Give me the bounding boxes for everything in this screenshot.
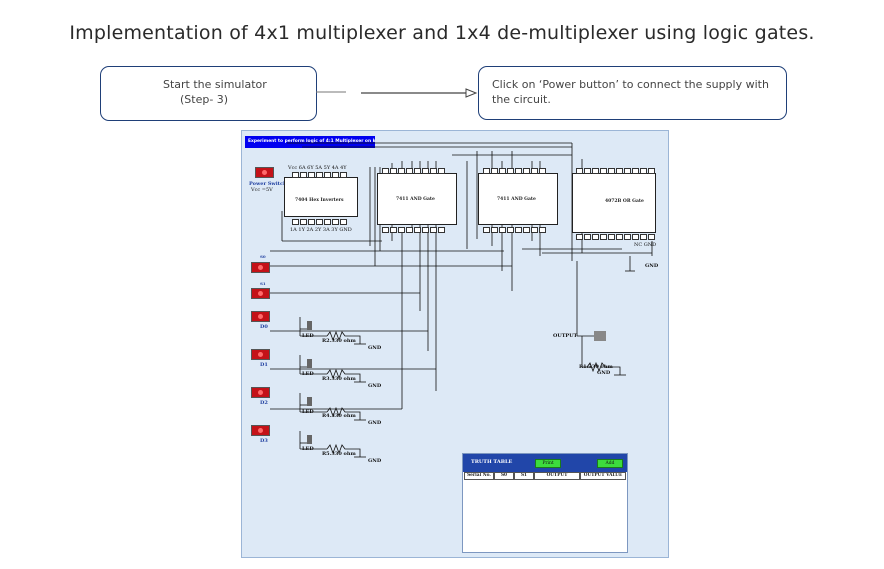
step-arrow-icon bbox=[316, 88, 478, 98]
print-button[interactable]: Print bbox=[535, 459, 561, 468]
inverter-bottom-pins bbox=[292, 219, 347, 225]
output-resistor-label: R1.330 ohm bbox=[579, 364, 613, 370]
and2-top-pins bbox=[483, 168, 546, 174]
led-label-d2: LED bbox=[302, 409, 314, 415]
data-label-d3: D3 bbox=[260, 438, 268, 444]
switch-d2[interactable] bbox=[251, 387, 270, 398]
power-switch-label: Power Switch bbox=[249, 181, 287, 187]
step-left-line1: Start the simulator bbox=[163, 78, 267, 91]
switch-s0[interactable] bbox=[251, 262, 270, 273]
step-right-text: Click on ‘Power button’ to connect the s… bbox=[492, 78, 769, 106]
resistor-label-r4: R4.330 ohm bbox=[322, 413, 356, 419]
or-bottom-pin-labels: NC GND bbox=[634, 242, 657, 248]
led-label-d3: LED bbox=[302, 446, 314, 452]
chip-and-gate-1: 7411 AND Gate bbox=[377, 173, 457, 225]
step-box-power: Click on ‘Power button’ to connect the s… bbox=[478, 66, 787, 120]
chip-hex-inverter: 7404 Hex Inverters bbox=[284, 177, 358, 217]
truth-table-title: TRUTH TABLE bbox=[471, 459, 513, 465]
add-button[interactable]: Add bbox=[597, 459, 623, 468]
switch-s1[interactable] bbox=[251, 288, 270, 299]
column-output-value: OUTPUT VALUE bbox=[580, 472, 626, 480]
power-switch[interactable] bbox=[255, 167, 274, 178]
select-label-s0: S0 bbox=[260, 254, 266, 259]
resistor-label-r3: R3.330 ohm bbox=[322, 376, 356, 382]
chip-or-gate: 4072B OR Gate bbox=[572, 173, 656, 233]
switch-d1[interactable] bbox=[251, 349, 270, 360]
chip-and-gate-1-label: 7411 AND Gate bbox=[396, 197, 435, 202]
and2-bottom-pins bbox=[483, 227, 546, 233]
switch-d3[interactable] bbox=[251, 425, 270, 436]
data-label-d1: D1 bbox=[260, 362, 268, 368]
truth-table-columns: Serial No. S0 S1 OUTPUT OUTPUT VALUE bbox=[464, 472, 626, 480]
step-box-start: Start the simulator (Step- 3) bbox=[100, 66, 317, 121]
inverter-top-pins bbox=[292, 172, 347, 178]
resistor-label-r5: R5.330 ohm bbox=[322, 451, 356, 457]
inverter-top-pin-labels: Vcc 6A 6Y 5A 5Y 4A 4Y bbox=[288, 165, 347, 171]
data-label-d2: D2 bbox=[260, 400, 268, 406]
column-output: OUTPUT bbox=[534, 472, 580, 480]
gnd-label-d1: GND bbox=[368, 383, 382, 389]
or-top-pins bbox=[576, 168, 655, 174]
vcc-label: Vcc =5V bbox=[251, 187, 273, 193]
gnd-label-d3: GND bbox=[368, 458, 382, 464]
page-title: Implementation of 4x1 multiplexer and 1x… bbox=[69, 22, 815, 44]
and1-top-pins bbox=[382, 168, 445, 174]
step-left-line2: (Step- 3) bbox=[180, 93, 229, 106]
column-s0: S0 bbox=[494, 472, 514, 480]
gnd-label-d2: GND bbox=[368, 420, 382, 426]
column-serial: Serial No. bbox=[464, 472, 494, 480]
chip-or-gate-label: 4072B OR Gate bbox=[605, 199, 644, 204]
truth-table-header-bar: TRUTH TABLE Print Add bbox=[463, 454, 627, 472]
and1-bottom-pins bbox=[382, 227, 445, 233]
truth-table: TRUTH TABLE Print Add Serial No. S0 S1 O… bbox=[462, 453, 628, 553]
simulator-panel: Experiment to perform logic of 4:1 Multi… bbox=[241, 130, 669, 558]
data-label-d0: D0 bbox=[260, 324, 268, 330]
output-gnd-label: GND bbox=[597, 370, 611, 376]
chip-hex-inverter-label: 7404 Hex Inverters bbox=[295, 198, 344, 203]
inverter-bottom-pin-labels: 1A 1Y 2A 2Y 3A 3Y GND bbox=[290, 227, 352, 233]
select-label-s1: S1 bbox=[260, 281, 266, 286]
led-label-d0: LED bbox=[302, 333, 314, 339]
simulator-header: Experiment to perform logic of 4:1 Multi… bbox=[245, 136, 375, 148]
column-s1: S1 bbox=[514, 472, 534, 480]
switch-d0[interactable] bbox=[251, 311, 270, 322]
or-bottom-pins bbox=[576, 234, 655, 240]
chip-and-gate-2: 7411 AND Gate bbox=[478, 173, 558, 225]
chip-and-gate-2-label: 7411 AND Gate bbox=[497, 197, 536, 202]
led-label-d1: LED bbox=[302, 371, 314, 377]
output-label: OUTPUT bbox=[553, 333, 578, 339]
gnd-label-d0: GND bbox=[368, 345, 382, 351]
resistor-label-r2: R2.330 ohm bbox=[322, 338, 356, 344]
or-gnd-label: GND bbox=[645, 263, 659, 269]
